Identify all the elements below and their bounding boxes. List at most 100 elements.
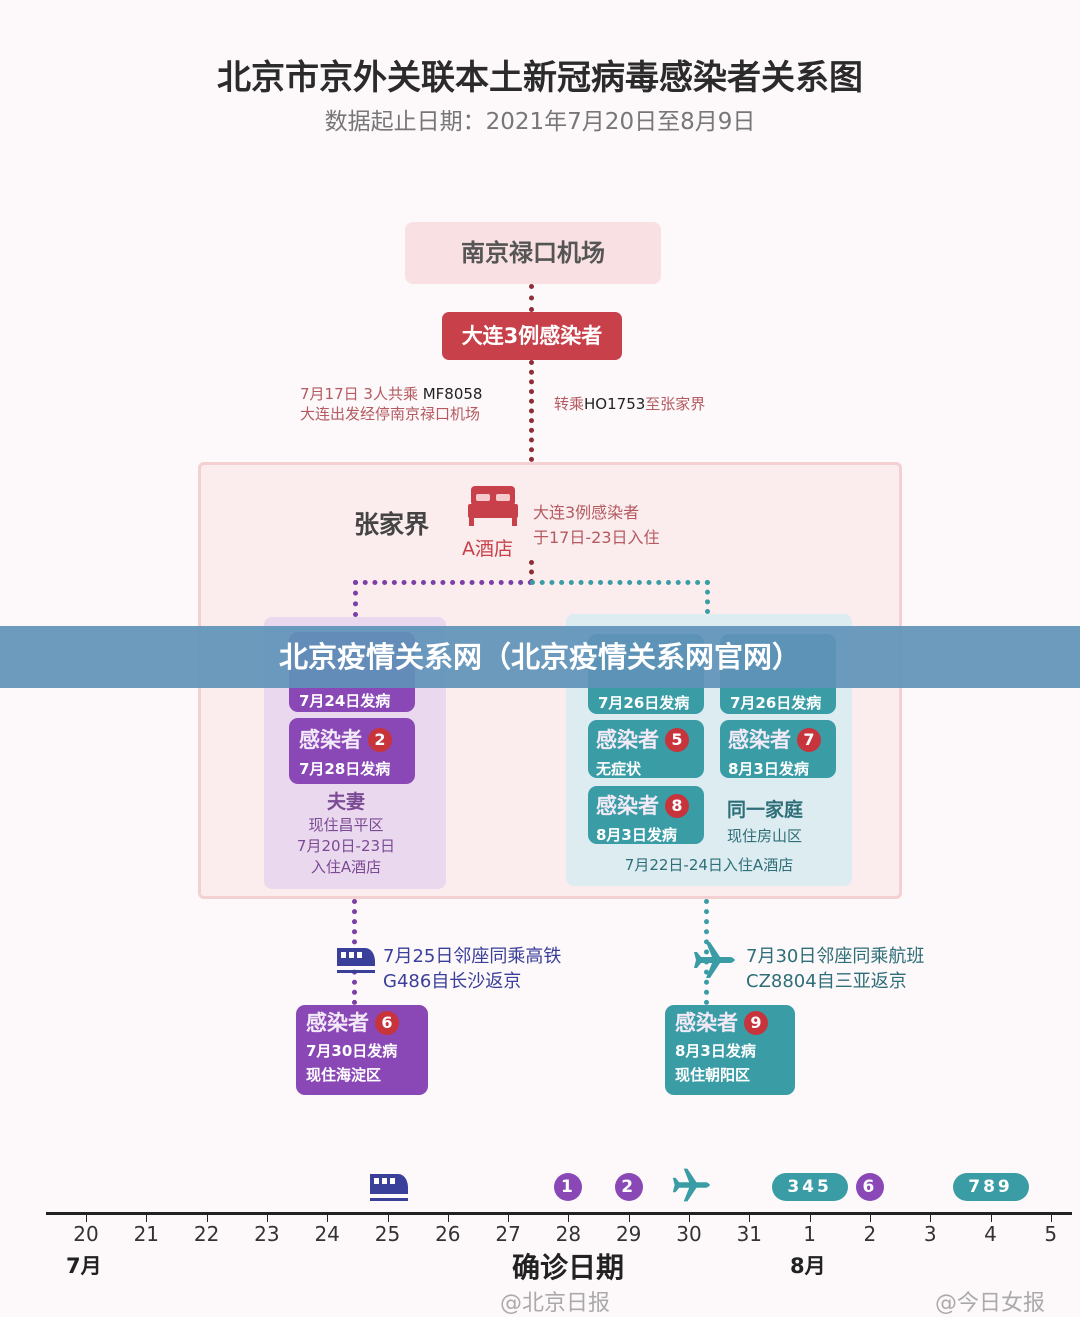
tick-label: 29 — [615, 1222, 642, 1246]
tick-label: 21 — [133, 1222, 160, 1246]
tick-label: 4 — [984, 1222, 997, 1246]
axis-tick — [749, 1214, 751, 1222]
transfer-note: 转乘HO1753至张家界 — [554, 394, 705, 414]
case-onset: 7月28日发病 — [299, 760, 391, 778]
bed-icon — [466, 484, 520, 532]
teal-connector — [530, 580, 710, 614]
plane-note-line1: 7月30日邻座同乘航班 — [746, 946, 925, 967]
axis-tick — [1050, 1214, 1052, 1222]
case-number-badge: 9 — [744, 1011, 768, 1035]
case-onset: 8月3日发病 — [675, 1042, 756, 1060]
plane-note-line2: CZ8804自三亚返京 — [746, 971, 907, 992]
axis-tick — [508, 1214, 510, 1222]
dalian-cases-node: 大连3例感染者 — [442, 312, 622, 360]
tick-label: 25 — [374, 1222, 401, 1246]
case-onset: 7月30日发病 — [306, 1042, 398, 1060]
plane-icon — [671, 1166, 711, 1208]
train-note: 7月25日邻座同乘高铁 G486自长沙返京 — [383, 944, 561, 994]
flight-note-line2: 大连出发经停南京禄口机场 — [300, 405, 481, 423]
timeline-axis — [46, 1212, 1072, 1215]
transfer-pre: 转乘 — [554, 395, 585, 413]
case-name: 感染者 — [596, 794, 659, 818]
axis-tick — [146, 1214, 148, 1222]
case-name: 感染者 — [675, 1011, 738, 1035]
case-name: 感染者 — [299, 728, 362, 752]
plane-icon — [692, 940, 736, 984]
case-number-badge: 5 — [665, 728, 689, 752]
axis-tick — [447, 1214, 449, 1222]
axis-tick — [387, 1214, 389, 1222]
purple-connector — [353, 580, 533, 617]
month-august: 8月 — [790, 1254, 826, 1278]
month-july: 7月 — [66, 1254, 102, 1278]
train-note-line2: G486自长沙返京 — [383, 971, 522, 992]
zhangjiajie-label: 张家界 — [354, 510, 430, 539]
connector — [529, 360, 534, 462]
relation-label: 同一家庭 — [727, 799, 804, 821]
tick-label: 24 — [314, 1222, 340, 1246]
hotel-note-line1: 大连3例感染者 — [533, 503, 640, 522]
axis-label: 确诊日期 — [512, 1251, 625, 1284]
connector — [529, 560, 534, 584]
airport-node: 南京禄口机场 — [405, 222, 661, 284]
case-marker: 2 — [614, 1173, 643, 1201]
case-marker: 789 — [952, 1173, 1029, 1201]
hotel-note-line2: 于17日-23日入住 — [533, 528, 660, 547]
flight-note-text: 7月17日 3人共乘 — [300, 385, 423, 403]
hotel-note: 大连3例感染者 于17日-23日入住 — [533, 500, 660, 550]
tick-label: 5 — [1044, 1222, 1058, 1246]
flight-code: MF8058 — [422, 385, 483, 403]
date-range: 数据起止日期：2021年7月20日至8月9日 — [324, 109, 756, 135]
tick-label: 27 — [495, 1222, 521, 1246]
axis-tick — [206, 1214, 208, 1222]
tick-label: 28 — [555, 1222, 582, 1246]
train-icon — [368, 1170, 410, 1208]
case-district: 现住海淀区 — [306, 1066, 382, 1084]
case-district: 现住朝阳区 — [675, 1066, 751, 1084]
case-onset: 8月3日发病 — [596, 826, 677, 844]
axis-tick — [628, 1214, 630, 1222]
case-onset: 无症状 — [596, 760, 642, 778]
axis-tick — [327, 1214, 329, 1222]
tick-label: 23 — [254, 1222, 280, 1246]
case-name: 感染者 — [596, 728, 659, 752]
connector — [529, 284, 534, 312]
transfer-code: HO1753 — [584, 395, 646, 413]
train-icon — [335, 944, 377, 980]
case-name: 感染者 — [306, 1011, 369, 1035]
axis-tick — [869, 1214, 871, 1222]
tick-label: 31 — [736, 1222, 763, 1246]
flight-note: 7月17日 3人共乘 MF8058 大连出发经停南京禄口机场 — [300, 384, 482, 424]
relation-label: 夫妻 — [326, 791, 365, 813]
case-onset: 7月26日发病 — [598, 694, 690, 712]
couple-info: 夫妻 现住昌平区 7月20日-23日 入住A酒店 — [264, 790, 428, 878]
family-info: 同一家庭 现住房山区 — [727, 795, 803, 846]
info-line: 7月20日-23日 — [296, 837, 396, 855]
connector — [704, 899, 709, 1005]
tick-label: 3 — [923, 1222, 937, 1246]
axis-tick — [568, 1214, 570, 1222]
axis-tick — [689, 1214, 690, 1222]
axis-tick — [86, 1214, 87, 1222]
info-line: 入住A酒店 — [310, 858, 382, 876]
case-marker: 345 — [771, 1173, 848, 1201]
case-name: 感染者 — [728, 728, 791, 752]
page-title: 北京市京外关联本土新冠病毒感染者关系图 — [217, 58, 863, 98]
case-marker: 1 — [554, 1173, 583, 1201]
info-line: 现住昌平区 — [308, 816, 384, 834]
district-label: 现住房山区 — [727, 827, 803, 845]
transfer-post: 至张家界 — [645, 395, 706, 413]
axis-tick — [266, 1214, 268, 1222]
tick-label: 20 — [73, 1222, 99, 1246]
case-onset: 8月3日发病 — [728, 760, 809, 778]
case-number-badge: 6 — [375, 1011, 399, 1035]
tick-label: 26 — [435, 1222, 461, 1246]
headline-banner: 北京疫情关系网（北京疫情关系网官网） — [0, 626, 1080, 688]
case-number-badge: 2 — [368, 728, 392, 752]
